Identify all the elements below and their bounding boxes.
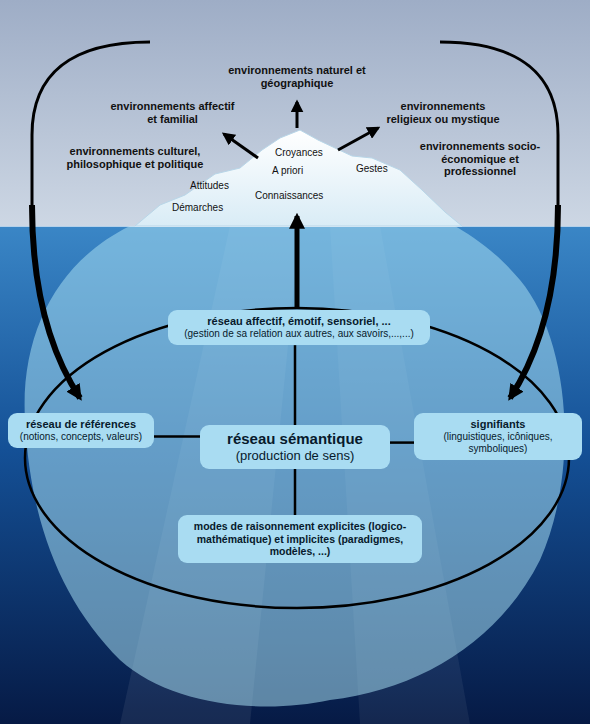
box-text: (linguistiques, icôniques, symboliques) xyxy=(421,431,575,455)
iceberg-tip xyxy=(135,130,462,226)
environment-label: environnements affectif et familial xyxy=(110,100,235,125)
down-arrow xyxy=(32,205,80,398)
iceberg-word: Connaissances xyxy=(255,190,323,202)
network-box: signifiants(linguistiques, icôniques, sy… xyxy=(414,413,582,460)
box-text: (gestion de sa relation aux autres, aux … xyxy=(175,328,423,340)
box-heading: réseau de références xyxy=(15,418,147,431)
iceberg-word: Démarches xyxy=(172,202,223,214)
iceberg-word: Gestes xyxy=(356,163,388,175)
iceberg-word: Croyances xyxy=(275,147,323,159)
environment-label: environnements socio-économique et profe… xyxy=(410,140,550,178)
box-heading: réseau sémantique xyxy=(207,430,383,448)
box-heading: réseau affectif, émotif, sensoriel, ... xyxy=(175,315,423,328)
link-line xyxy=(294,469,297,515)
box-text: (production de sens) xyxy=(207,448,383,464)
iceberg-word: Attitudes xyxy=(190,180,229,192)
up-arrow xyxy=(296,102,299,128)
box-heading: signifiants xyxy=(421,418,575,431)
link-line xyxy=(390,441,414,444)
up-arrow xyxy=(224,134,258,158)
network-box: modes de raisonnement explicites (logico… xyxy=(178,515,422,563)
box-text: (notions, concepts, valeurs) xyxy=(15,431,147,443)
link-line xyxy=(154,435,200,438)
environment-label: environnements culturel, philosophique e… xyxy=(55,145,215,170)
link-line xyxy=(294,345,297,425)
down-arrow xyxy=(510,205,558,398)
left-bracket xyxy=(32,42,150,205)
network-box: réseau sémantique(production de sens) xyxy=(200,425,390,469)
sky xyxy=(0,0,590,227)
network-box: réseau de références(notions, concepts, … xyxy=(8,413,154,448)
box-heading: modes de raisonnement explicites (logico… xyxy=(185,520,415,558)
up-arrow xyxy=(338,128,378,150)
environment-label: environnements religieux ou mystique xyxy=(383,100,503,125)
environment-label: environnements naturel et géographique xyxy=(227,64,367,89)
network-box: réseau affectif, émotif, sensoriel, ...(… xyxy=(168,310,430,345)
iceberg-word: A priori xyxy=(272,165,303,177)
up-arrow xyxy=(295,216,300,308)
